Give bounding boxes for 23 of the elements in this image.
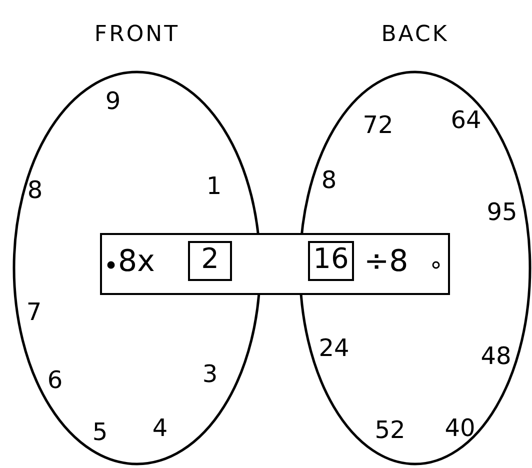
dial-number: 24 <box>318 335 350 361</box>
dial-number: 1 <box>206 173 222 199</box>
answer-box: 2 <box>188 241 232 281</box>
dial-number: 52 <box>374 417 406 443</box>
dial-number: 72 <box>362 112 394 138</box>
dial-number: 40 <box>444 415 476 441</box>
wheel-heading: FRONT <box>93 22 181 47</box>
dial-number: 3 <box>202 361 218 387</box>
slider-strip <box>100 233 450 295</box>
wheel-heading: BACK <box>380 22 450 47</box>
dial-number: 64 <box>450 107 482 133</box>
answer-box: 16 <box>308 241 354 281</box>
dial-number: 95 <box>486 199 518 225</box>
equation-text: 8x <box>118 245 155 279</box>
equation-text: ÷8 <box>364 245 408 279</box>
dial-number: 48 <box>480 343 512 369</box>
dial-number: 6 <box>47 367 63 393</box>
dial-number: 8 <box>27 177 43 203</box>
dial-number: 5 <box>92 419 108 445</box>
dial-number: 8 <box>321 167 337 193</box>
dial-number: 9 <box>105 88 121 114</box>
dial-number: 4 <box>152 415 168 441</box>
dial-number: 7 <box>26 299 42 325</box>
